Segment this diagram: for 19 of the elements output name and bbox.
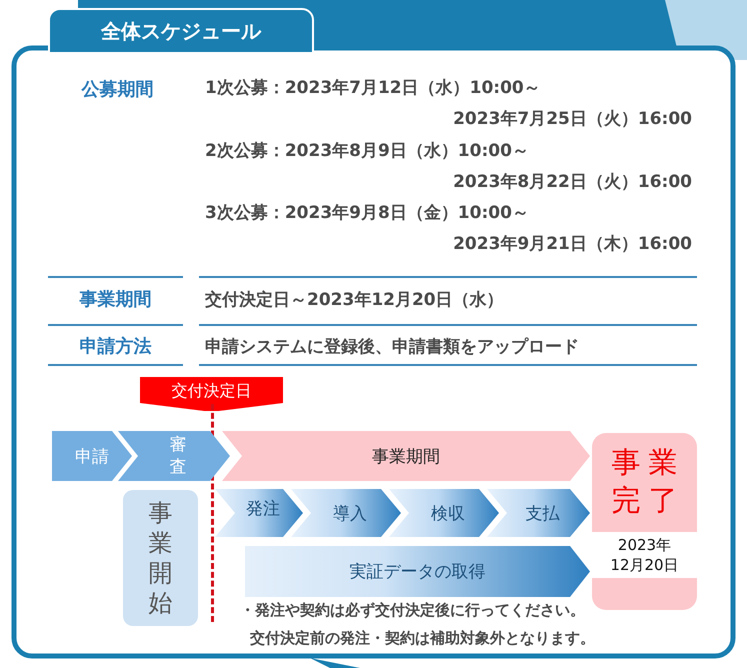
row-heading: 公募期間 xyxy=(80,78,154,102)
stage-box: 事業開始 xyxy=(123,490,198,626)
schedule-text: 2023年8月22日（火）16:00 xyxy=(453,171,692,194)
row-heading: 事業期間 xyxy=(78,288,152,312)
row-heading: 申請方法 xyxy=(78,335,152,359)
schedule-text: 3次公募：2023年9月8日（金）10:00～ xyxy=(205,202,529,225)
schedule-text: 1次公募：2023年7月12日（水）10:00～ xyxy=(205,77,541,100)
date-banner: 交付決定日 xyxy=(140,377,283,411)
note-text: ・発注や契約は必ず交付決定後に行ってください。 xyxy=(240,600,585,621)
period-bar: 事業期間 xyxy=(222,431,590,481)
schedule-text: 申請システムに登録後、申請書類をアップロード xyxy=(205,336,579,359)
note-text: 交付決定前の発注・契約は補助対象外となります。 xyxy=(250,628,595,649)
schedule-text: 2次公募：2023年8月9日（水）10:00～ xyxy=(205,140,529,163)
process-step: 実証データの取得 xyxy=(245,546,590,597)
schedule-text: 2023年9月21日（木）16:00 xyxy=(453,233,692,256)
title-tab: 全体スケジュール xyxy=(48,8,314,54)
schedule-text: 2023年7月25日（火）16:00 xyxy=(453,108,692,131)
schedule-text: 交付決定日～2023年12月20日（水） xyxy=(205,289,504,312)
stage-box: 事業完了 2023年12月20日 xyxy=(592,433,697,610)
